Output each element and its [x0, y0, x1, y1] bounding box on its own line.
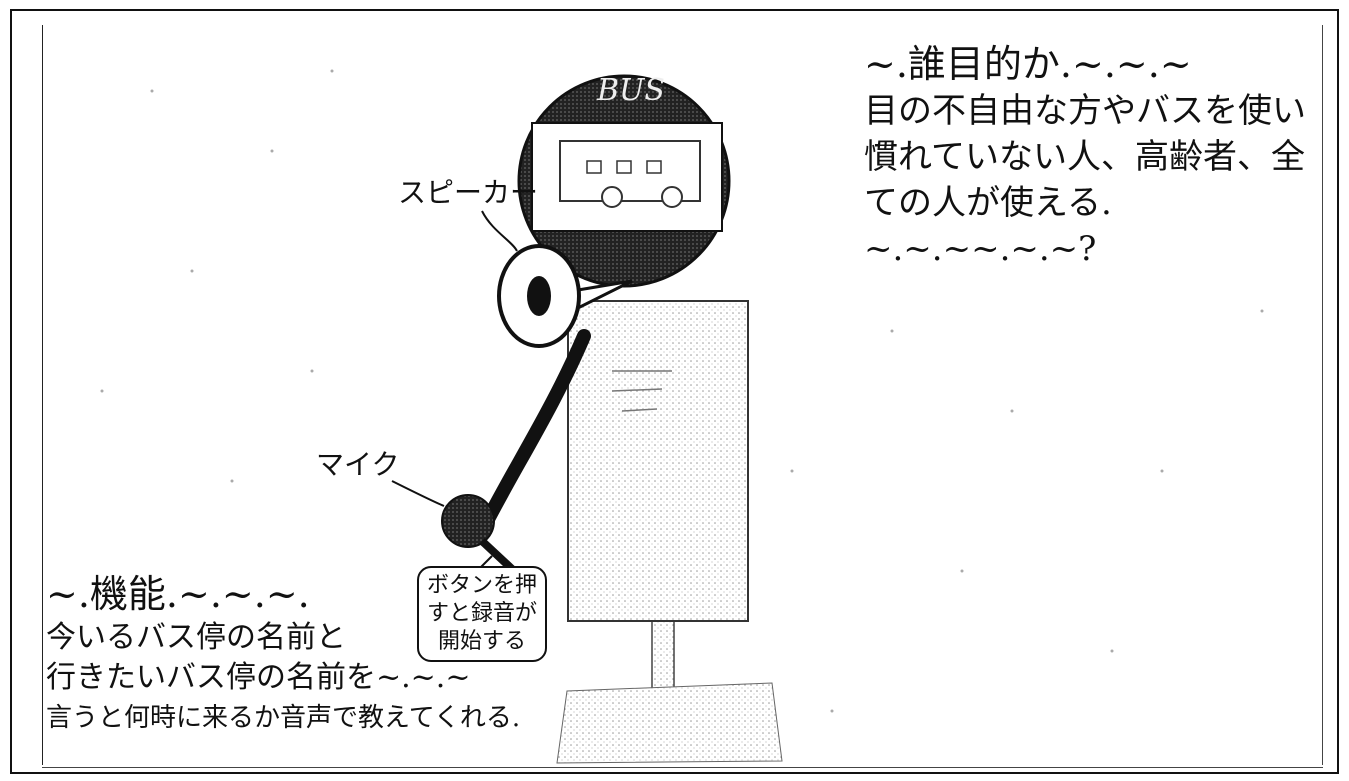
sign-base [556, 682, 783, 764]
purpose-line-3: ての人が使える. [864, 183, 1112, 223]
sign-bus-text: BUS [597, 73, 665, 108]
timetable-box [567, 300, 749, 622]
function-line-1: 今いるバス停の名前と [46, 620, 346, 655]
purpose-line-2: 慣れていない人、高齢者、全 [864, 137, 1305, 177]
function-note: ~.機能.~.~.~. 今いるバス停の名前と 行きたいバス停の名前を~.~.~ … [46, 563, 520, 738]
purpose-line-1: 目の不自由な方やバスを使い [864, 91, 1306, 131]
bus-stop-drawing [100, 69, 1264, 764]
button-note-line-3: 開始する [438, 629, 527, 654]
button-note-line-2: すと録音が [427, 601, 538, 626]
left-margin-line [42, 25, 43, 765]
purpose-line-4: ~.~.~~.~.~? [864, 229, 1097, 269]
function-line-3: 言うと何時に来るか音声で教えてくれる. [46, 703, 521, 733]
bottom-margin-line [42, 767, 1323, 768]
microphone-label: マイク [316, 448, 400, 481]
purpose-note: ~.誰目的か.~.~.~ 目の不自由な方やバスを使い 慣れていない人、高齢者、全… [864, 33, 1306, 272]
microphone-icon [441, 494, 495, 548]
purpose-title: ~.誰目的か.~.~.~ [864, 42, 1192, 86]
function-title: ~.機能.~.~.~. [46, 572, 310, 616]
button-note-line-1: ボタンを押 [427, 573, 538, 598]
right-margin-line [1322, 25, 1323, 765]
function-line-2: 行きたいバス停の名前を~.~.~ [46, 660, 471, 695]
button-note-bubble: ボタンを押 すと録音が 開始する [417, 566, 548, 662]
speaker-label: スピーカー [398, 176, 539, 209]
sketch-page: BUS スピーカー マイク ボタンを押 すと録音が 開始する ~.誰目的か.~.… [10, 9, 1339, 774]
